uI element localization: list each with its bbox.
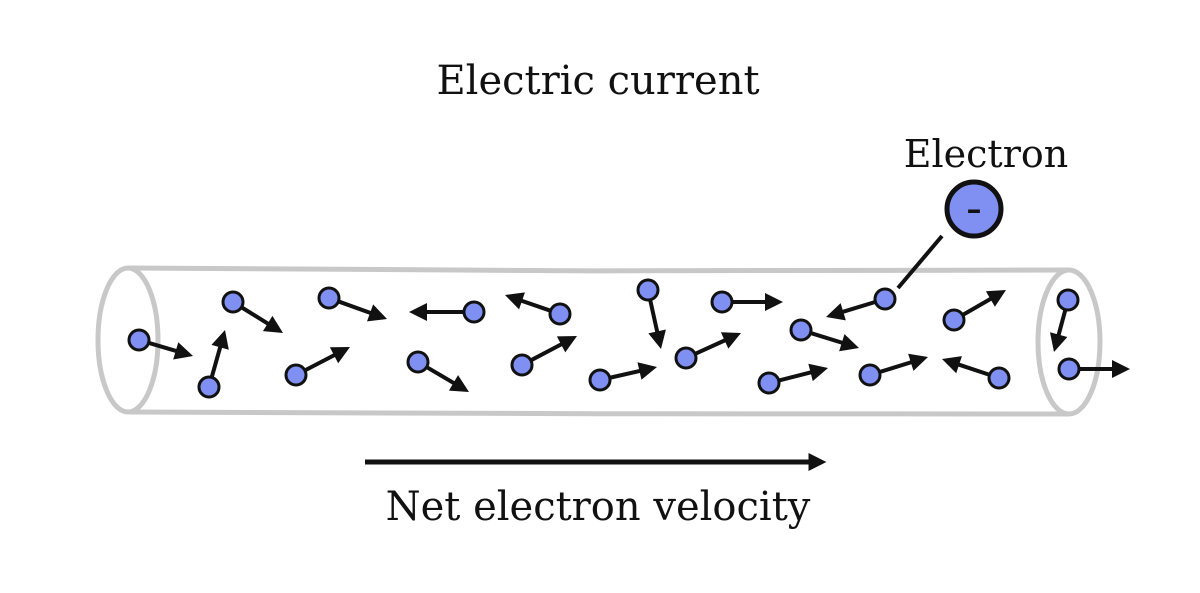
electron [942, 290, 1006, 332]
electron-icon [942, 308, 966, 332]
wire-top-edge [127, 265, 1070, 274]
electron-icon [406, 350, 430, 374]
arrow-icon [839, 334, 859, 352]
arrow-icon [211, 330, 229, 350]
arrow-icon [329, 347, 350, 364]
electron-icon [873, 287, 897, 311]
electron-icon [127, 328, 151, 352]
velocity-arrow-shaft [147, 340, 179, 354]
electron [710, 290, 783, 314]
electron [1049, 288, 1080, 352]
arrow-icon [556, 336, 577, 353]
arrow-icon [637, 362, 657, 380]
diagram-title: Electric current [436, 58, 759, 104]
electron [588, 362, 657, 392]
electron-icon [674, 346, 698, 370]
arrow-icon [1112, 360, 1130, 378]
velocity-arrow-shaft [809, 330, 845, 346]
electron [221, 290, 283, 333]
velocity-arrow-shaft [209, 344, 223, 379]
electron [636, 278, 666, 349]
electron-label: Electron [904, 132, 1068, 176]
electron [409, 300, 486, 324]
electron-icon [221, 290, 245, 314]
electron [826, 287, 897, 321]
electron [406, 350, 469, 392]
velocity-arrow-shaft [336, 299, 373, 316]
arrow-icon [1049, 332, 1068, 352]
electron [510, 336, 577, 377]
electron [284, 347, 350, 387]
velocity-arrow-shaft [960, 296, 994, 318]
arrow-icon [826, 303, 846, 321]
velocity-arrow-shaft [519, 298, 553, 313]
velocity-arrow-shaft [1056, 308, 1068, 338]
arrow-icon [808, 363, 828, 382]
velocity-arrow-shaft [529, 341, 564, 363]
velocity-arrow-shaft [608, 368, 642, 380]
electron-icon [510, 353, 534, 377]
velocity-arrow-shaft [303, 352, 337, 373]
electron-icon [789, 318, 813, 342]
electron-icon [710, 290, 734, 314]
arrow-icon [505, 292, 525, 310]
electron-legend-icon: – [944, 179, 1004, 239]
velocity-arrow-shaft [424, 364, 457, 386]
electron [757, 363, 828, 395]
velocity-arrow-shaft [239, 305, 271, 327]
electron-icon [284, 363, 308, 387]
velocity-arrow-shaft [878, 359, 914, 375]
electron-callout-line [896, 234, 944, 290]
net-velocity-label: Net electron velocity [386, 484, 811, 530]
electron-icon [317, 286, 341, 310]
arrow-icon [409, 303, 427, 321]
electron [505, 292, 572, 326]
electron-charge-symbol: – [967, 192, 982, 227]
electron-icon [1056, 288, 1080, 312]
velocity-arrow-shaft [647, 298, 660, 334]
electron [127, 328, 193, 360]
arrow-icon [173, 342, 193, 360]
arrow-icon [448, 375, 469, 392]
electron-icon [548, 302, 572, 326]
arrow-icon [765, 293, 783, 311]
arrow-icon [985, 290, 1006, 307]
electron [1057, 357, 1130, 381]
wire-tube [95, 265, 1103, 417]
electron [197, 330, 229, 399]
velocity-arrow-shaft [693, 337, 728, 357]
arrow-icon [648, 329, 666, 349]
electron-icon [858, 363, 882, 387]
electron [789, 318, 859, 352]
electron-icon [197, 375, 221, 399]
electron-icon [636, 278, 660, 302]
electron [317, 286, 387, 322]
wire-bottom-edge [127, 409, 1070, 417]
electron [942, 356, 1011, 390]
electron [674, 332, 741, 370]
electron-icon [588, 368, 612, 392]
arrow-icon [367, 304, 387, 322]
electron-icon [757, 371, 781, 395]
electron [858, 353, 928, 387]
electron-icon [462, 300, 486, 324]
arrow-icon [720, 332, 741, 349]
velocity-arrow-shaft [956, 362, 992, 378]
velocity-arrow-shaft [840, 299, 877, 315]
velocity-arrow-shaft [777, 370, 813, 383]
electron-icon [987, 366, 1011, 390]
electron-group [127, 278, 1130, 399]
arrow-icon [908, 353, 928, 371]
arrow-icon [262, 315, 283, 333]
arrow-icon [942, 356, 962, 374]
electron-icon [1057, 357, 1081, 381]
